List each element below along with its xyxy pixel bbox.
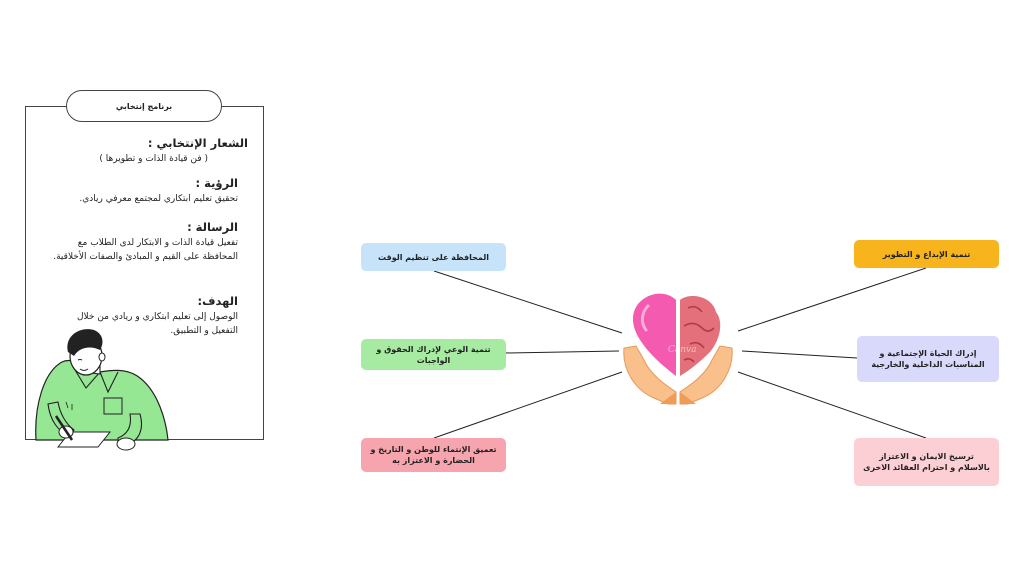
goal-section: الهدف: الوصول إلى تعليم ابتكاري و ريادي … [60,294,238,338]
center-watermark: Canva [668,345,697,355]
box-time-management: المحافظة على تنظيم الوقت [361,243,506,271]
box-national-belonging: تعميق الإنتماء للوطن و التاريخ و الحضارة… [361,438,506,472]
card-title: برنامج إنتخابي [66,90,222,122]
box-faith: ترسيخ الايمان و الاعتزاز بالاسلام و احتر… [854,438,999,486]
slogan-heading: الشعار الإنتخابي : [147,136,248,150]
vision-text: تحقيق تعليم ابتكاري لمجتمع معرفي ريادي. [79,194,238,204]
mission-heading: الرسالة : [187,220,238,234]
mission-section: الرسالة : تفعيل قيادة الذات و الابتكار ل… [40,220,238,264]
box-creativity: تنمية الإبداع و التطوير [854,240,999,268]
goal-text: الوصول إلى تعليم ابتكاري و ريادي من خلال… [77,312,238,336]
vision-section: الرؤية : تحقيق تعليم ابتكاري لمجتمع معرف… [40,176,238,206]
vision-heading: الرؤية : [195,176,238,190]
goal-heading: الهدف: [197,294,238,308]
slogan-section: الشعار الإنتخابي : ( فن قيادة الذات و تط… [40,136,248,166]
box-rights-duties: تنمية الوعي لإدراك الحقوق و الواجبات [361,339,506,370]
mission-text: تفعيل قيادة الذات و الابتكار لدى الطلاب … [53,238,238,262]
box-social-life: إدراك الحياة الإجتماعية و المناسبات الدا… [857,336,999,382]
slogan-text: ( فن قيادة الذات و تطويرها ) [99,154,208,164]
